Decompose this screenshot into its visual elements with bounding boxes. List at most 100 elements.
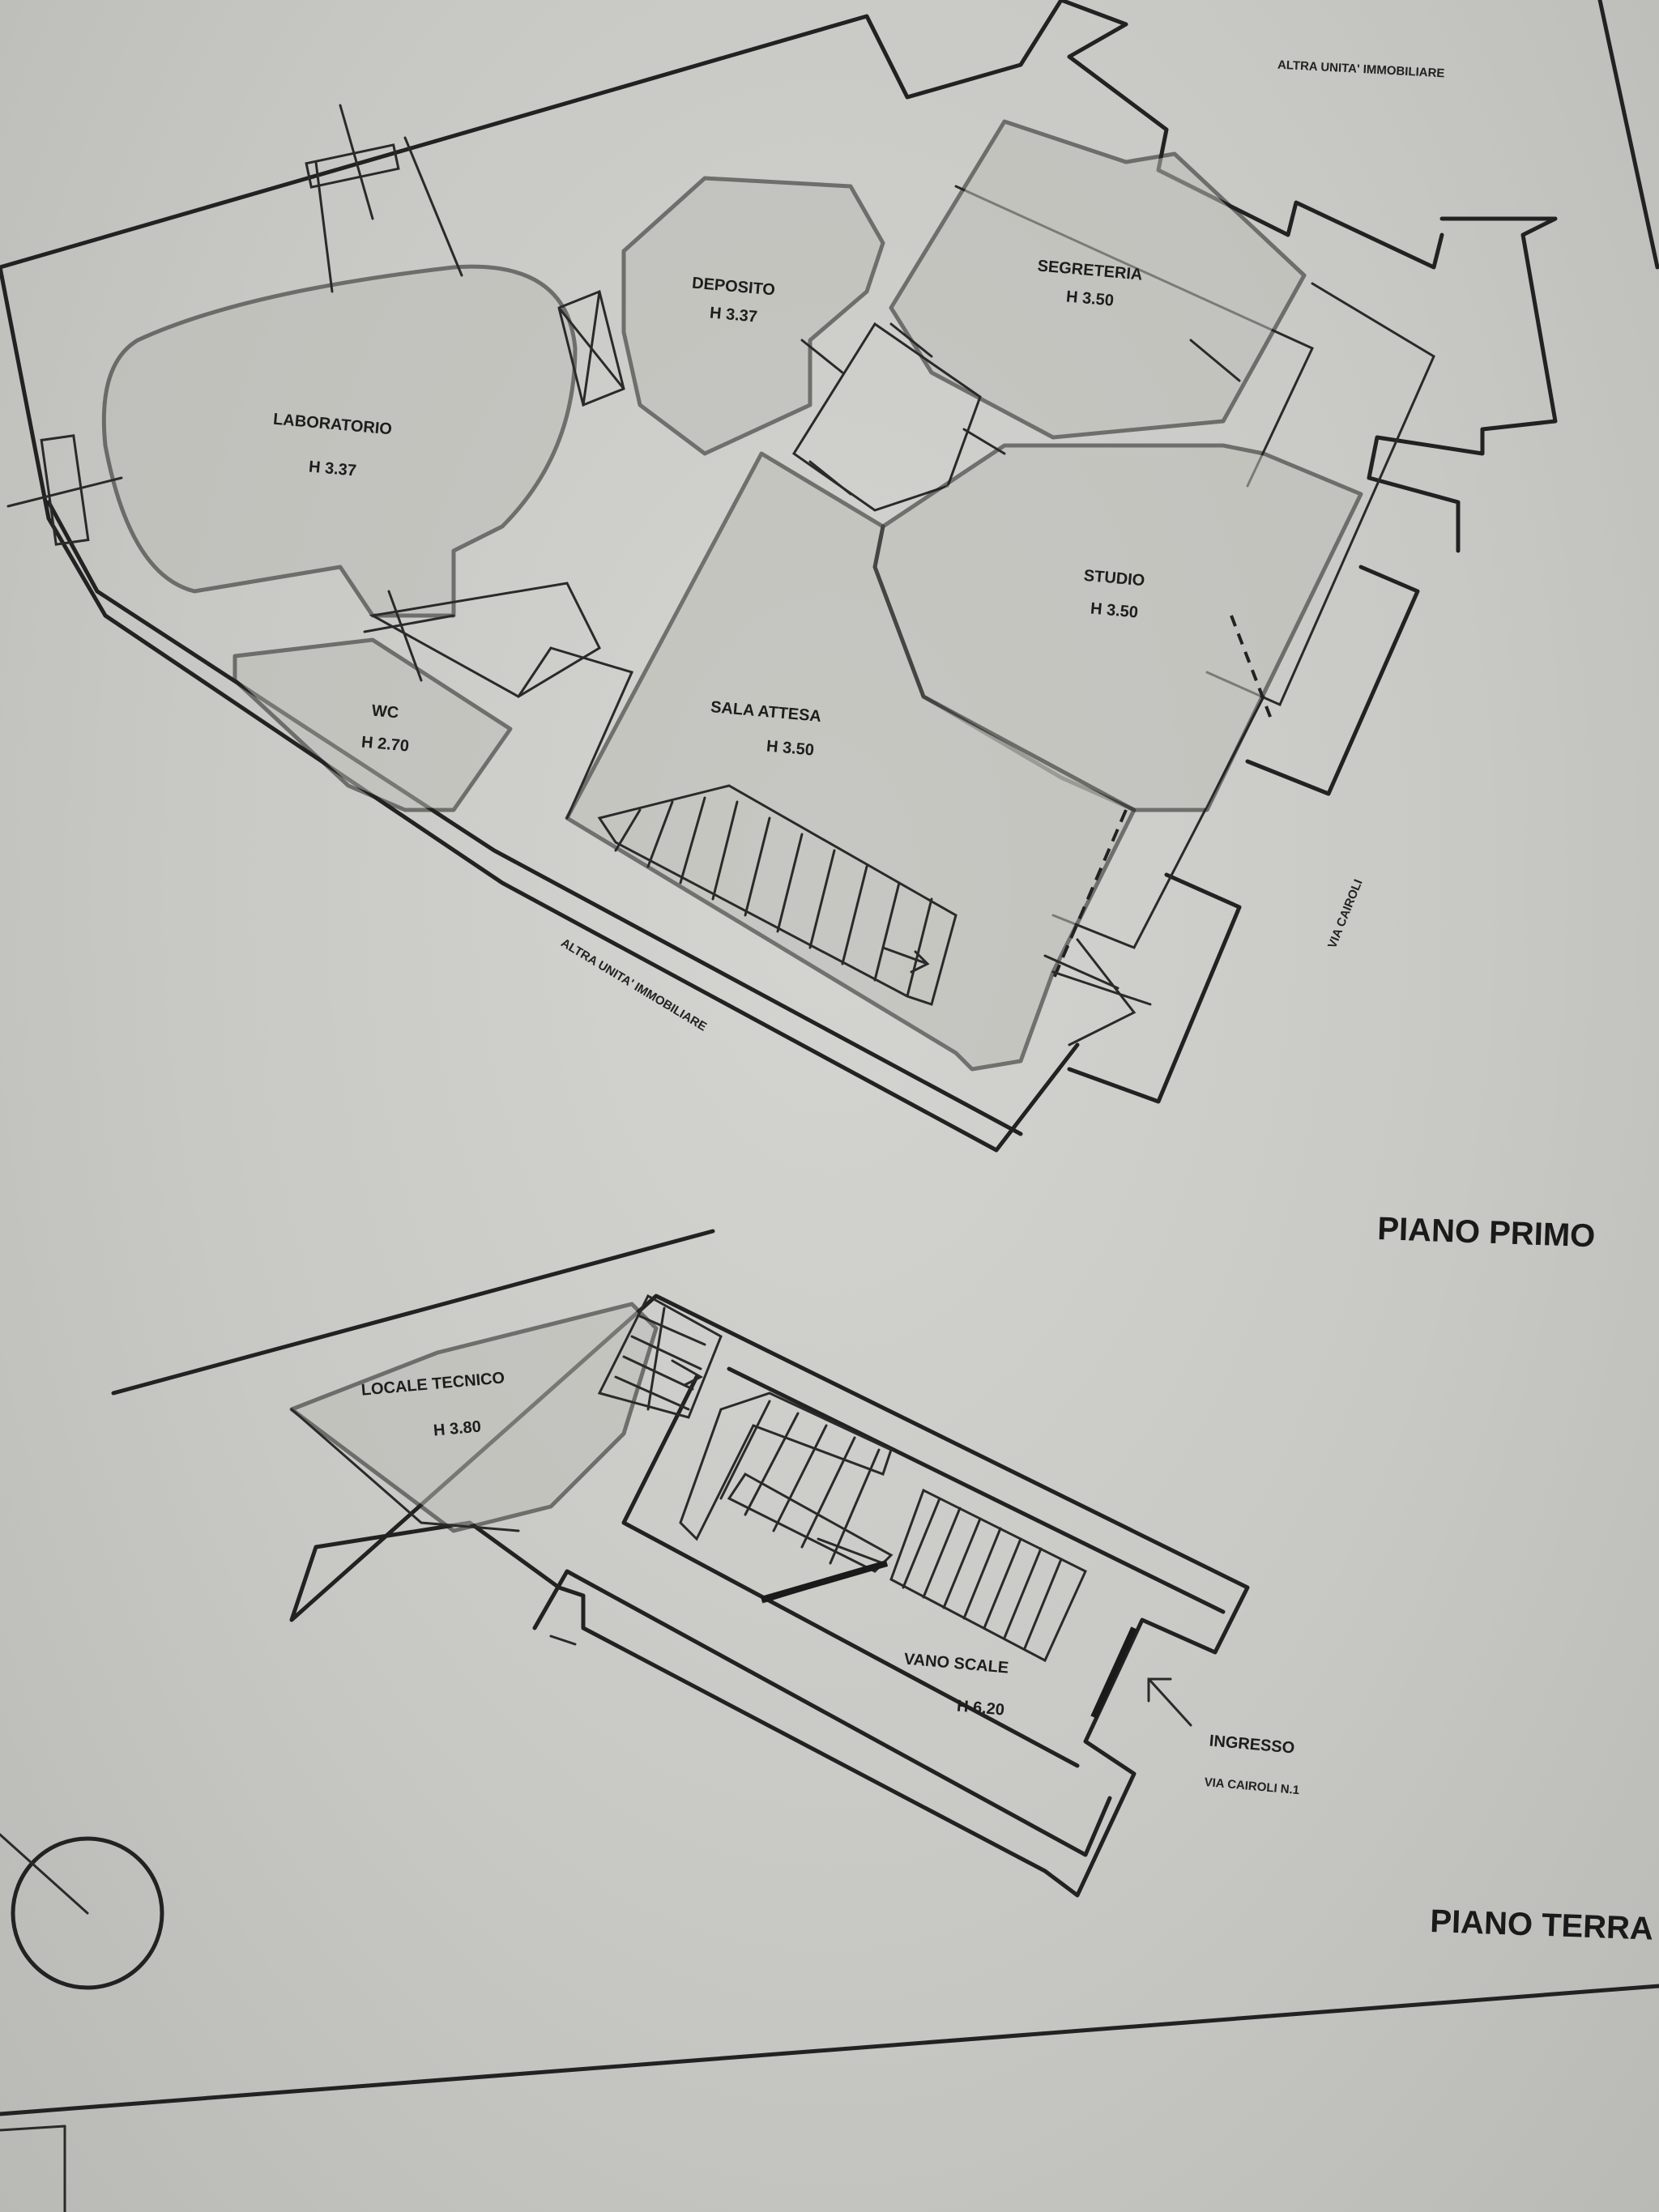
entrance-arrowhead [1147,1677,1172,1703]
lab-top-wall-2 [403,136,463,277]
label-locale-tecnico-height: H 3.80 [433,1417,482,1439]
dashed-opening-studio [1051,809,1128,981]
small-stair-tread [614,1375,690,1411]
wc-annex [369,582,601,698]
main-stair-tread [829,1448,881,1565]
ground-outer-wall [289,1294,1250,1898]
first-floor-left-wall [0,265,1080,1153]
north-compass [0,1833,164,1990]
wc-door-b [363,614,455,633]
stair-arrowhead [910,950,930,974]
sala-attesa-partition-b [517,646,552,698]
label-street: VIA CAIROLI [1325,877,1366,950]
stair-outline [597,784,957,1006]
ground-main-staircase [679,1392,1087,1663]
ground-top-boundary [111,1229,715,1396]
right-flight-tread [962,1527,1002,1620]
corridor-cross [557,289,625,407]
bottom-corner-line [0,2125,66,2132]
sala-attesa-partition [549,646,634,820]
stair-tread [614,808,642,852]
main-stair-tread [817,1537,885,1565]
right-flight-tread [1023,1558,1063,1650]
right-wing-bay [1245,565,1420,796]
lab-window-mullion [339,104,374,220]
main-stair-tread [772,1424,828,1532]
main-stair-landing [727,1473,893,1573]
right-flight-tread [1003,1547,1043,1639]
small-stair-tread [630,1335,702,1370]
first-floor-outer-wall [0,0,1064,270]
ground-wall-stub [549,1634,577,1646]
label-vano-scale: VANO SCALE [903,1650,1009,1677]
label-entrance-address: VIA CAIROLI N.1 [1204,1775,1300,1797]
right-frame-line [1597,0,1659,270]
small-stair-arrow [671,1359,704,1387]
lab-window-top [305,143,400,189]
entrance-door [1090,1626,1137,1719]
stair-tread [744,816,771,917]
main-stair-tread [800,1436,856,1549]
ground-stair-corridor [727,1366,1226,1614]
lab-window-left-mullion [6,476,123,508]
lab-top-wall [314,160,334,293]
door-stair-right-c [1043,954,1120,990]
main-stair-tread [744,1412,800,1516]
vestibule [791,322,982,512]
small-stair-tread [638,1315,706,1346]
first-floor-plan: LABORATORIO H 3.37 DEPOSITO H 3.37 SEGRE… [0,0,1558,1153]
first-floor-staircase [597,784,957,1006]
stair-tread [841,865,868,965]
compass-needle [0,1833,89,1915]
room-laboratorio [101,264,578,618]
wc-door-a [387,590,423,682]
compass-circle [11,1836,164,1990]
title-piano-terra: PIANO TERRA [1430,1903,1654,1947]
main-stair-arrow-line [760,1560,889,1603]
stair-tread [808,849,836,949]
small-stair-tread [622,1355,694,1391]
label-wc: WC [371,702,399,722]
room-locale-tecnico [289,1302,659,1533]
locale-tecnico-left-wall [290,1408,520,1532]
main-stair-tread [719,1400,771,1500]
door-stair-right-b [1051,970,1152,1006]
right-flight-tread [942,1517,982,1609]
right-flight-tread [983,1537,1022,1630]
corridor-cross-b [582,290,601,407]
bottom-frame-line [0,1984,1659,2116]
label-wc-height: H 2.70 [360,733,410,755]
room-wc [232,637,513,812]
room-sala-attesa [565,451,1137,1072]
label-neighbor-bottom: ALTRA UNITA' IMMOBILIARE [558,936,709,1034]
stair-tread [646,800,674,868]
ground-small-staircase [597,1294,723,1419]
small-stair-outline [597,1294,723,1419]
entrance-arrow [1149,1679,1192,1727]
label-deposito-height: H 3.37 [709,304,758,326]
room-deposito [621,176,885,456]
stair-tread [776,833,804,933]
ground-stair-wall [621,1375,1080,1768]
label-segreteria-height: H 3.50 [1065,288,1115,309]
window-mark [800,339,844,374]
right-flight-tread [922,1507,962,1599]
window-mark [889,322,933,358]
stair-arrow [881,946,929,965]
window-mark [962,428,1006,455]
stair-tread [906,897,933,998]
label-sala-attesa-height: H 3.50 [766,737,815,759]
right-wing-lower [1067,872,1242,1104]
right-wing-outer [1367,216,1558,553]
door-stair-right [1068,938,1137,1046]
ground-floor-plan: LOCALE TECNICO H 3.80 VANO SCALE H 6.20 … [111,1229,1300,1898]
label-entrance: INGRESSO [1209,1732,1295,1757]
label-studio-height: H 3.50 [1090,599,1139,621]
label-neighbor-top: ALTRA UNITA' IMMOBILIARE [1277,58,1445,81]
ground-lower-wall [532,1569,1112,1857]
right-flight-tread [902,1497,941,1589]
label-vano-scale-height: H 6.20 [956,1697,1005,1719]
stair-tread [679,796,706,884]
